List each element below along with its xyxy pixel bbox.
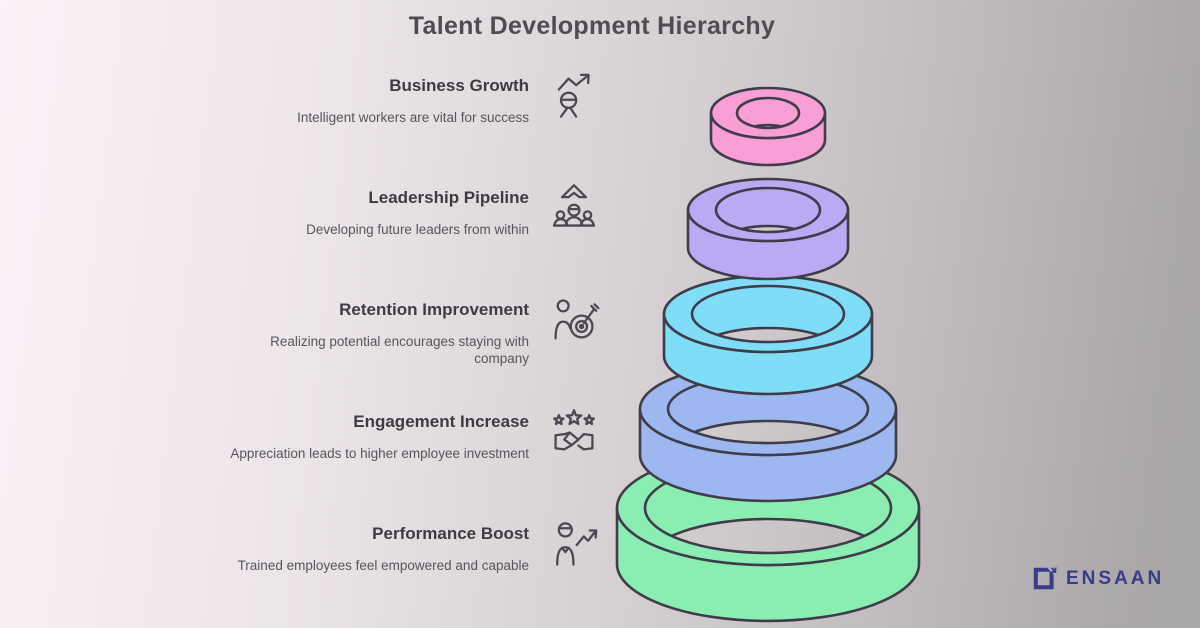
- team-up-arrow-icon: [552, 184, 596, 227]
- person-target-icon: [554, 299, 600, 340]
- item-description: Trained employees feel empowered and cap…: [237, 558, 529, 573]
- ring-retention-improvement: [662, 274, 874, 396]
- item-title: Retention Improvement: [339, 300, 529, 319]
- item-description: Appreciation leads to higher employee in…: [230, 446, 529, 461]
- list-item-retention-improvement: Retention Improvement Realizing potentia…: [219, 299, 600, 367]
- item-description: Realizing potential encourages staying w…: [270, 334, 529, 366]
- list-item-leadership-pipeline: Leadership Pipeline Developing future le…: [219, 184, 600, 238]
- page-title: Talent Development Hierarchy: [408, 12, 776, 40]
- brand-logo-mark-icon: [1033, 565, 1057, 590]
- list-item-engagement-increase: Engagement Increase Appreciation leads t…: [219, 409, 600, 462]
- ring-business-growth: [709, 86, 827, 167]
- stars-handshake-icon: [553, 409, 595, 451]
- item-title: Performance Boost: [372, 524, 529, 543]
- ring-performance-boost: [615, 449, 921, 623]
- person-rising-arrow-icon: [556, 522, 598, 566]
- ring-leadership-pipeline: [686, 177, 850, 281]
- ring-engagement-increase: [638, 361, 898, 503]
- item-title: Business Growth: [389, 76, 529, 95]
- item-description: Intelligent workers are vital for succes…: [297, 110, 529, 125]
- brand-logo-text: ENSAAN: [1066, 567, 1165, 589]
- item-description: Developing future leaders from within: [306, 222, 529, 237]
- list-item-performance-boost: Performance Boost Trained employees feel…: [219, 522, 600, 574]
- item-title: Engagement Increase: [353, 412, 529, 431]
- brand-logo: ENSAAN: [1032, 565, 1164, 592]
- person-growth-arrow-icon: [557, 73, 590, 118]
- item-title: Leadership Pipeline: [368, 188, 529, 207]
- list-item-business-growth: Business Growth Intelligent workers are …: [219, 73, 600, 126]
